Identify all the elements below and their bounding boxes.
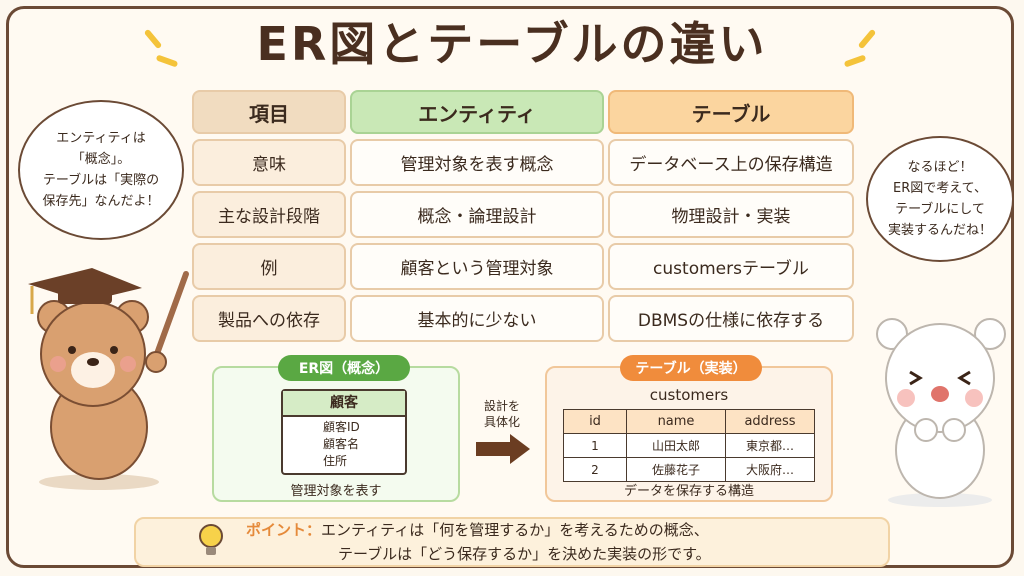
speech-bubble-right: なるほど！ ER図で考えて、 テーブルにして 実装するんだね！ <box>866 136 1014 262</box>
point-box <box>134 517 890 567</box>
table-cell: 概念・論理設計 <box>350 191 604 238</box>
column-header: address <box>725 409 815 434</box>
arrow-right-icon <box>476 434 530 464</box>
table-row-label: 例 <box>192 243 346 290</box>
lightbulb-icon <box>199 524 223 555</box>
point-line-2: テーブルは「どう保存するか」を決めた実装の形です。 <box>338 545 711 563</box>
er-diagram-label: ER図（概念） <box>278 355 410 381</box>
entity-attribute: 住所 <box>323 454 348 468</box>
arrow-label: 設計を 具体化 <box>472 398 532 430</box>
table-cell: 管理対象を表す概念 <box>350 139 604 186</box>
bubble-line: 保存先」なんだよ！ <box>42 194 160 209</box>
column-header: id <box>563 409 627 434</box>
column-header: name <box>626 409 726 434</box>
table-row-label: 製品への依存 <box>192 295 346 342</box>
point-text: ポイント：エンティティは「何を管理するか」を考えるための概念、 テーブルは「どう… <box>246 518 711 566</box>
bubble-line: ER図で考えて、 <box>893 181 987 196</box>
bubble-line: テーブルは「実際の <box>42 173 160 188</box>
white-bear-illustration <box>876 318 1006 507</box>
speech-bubble-left: エンティティは 「概念」。 テーブルは「実際の 保存先」なんだよ！ <box>18 100 184 240</box>
bubble-line: 実装するんだね！ <box>887 223 992 238</box>
entity-attribute: 顧客ID <box>323 420 360 434</box>
page-title: ER図とテーブルの違い <box>256 17 768 71</box>
point-line-1: エンティティは「何を管理するか」を考えるための概念、 <box>321 521 709 539</box>
entity-name: 顧客 <box>283 391 405 417</box>
point-label: ポイント： <box>246 521 322 539</box>
table-cell: DBMSの仕様に依存する <box>608 295 854 342</box>
bubble-line: エンティティは <box>56 131 146 146</box>
table-cell: 山田太郎 <box>626 433 726 458</box>
table-cell: 2 <box>563 457 627 482</box>
table-name: customers <box>649 386 729 404</box>
table-panel-label: テーブル（実装） <box>620 355 762 381</box>
bubble-line: テーブルにして <box>895 202 985 217</box>
bubble-line: 「概念」。 <box>71 152 131 167</box>
teacher-bear-illustration <box>28 268 189 490</box>
table-header-item: 項目 <box>192 90 346 134</box>
table-header-entity: エンティティ <box>350 90 604 134</box>
entity-attribute: 顧客名 <box>323 437 360 451</box>
table-cell: 東京都… <box>725 433 815 458</box>
er-caption: 管理対象を表す <box>290 484 382 499</box>
entity-box: 顧客 顧客ID 顧客名 住所 <box>281 389 407 475</box>
table-cell: データベース上の保存構造 <box>608 139 854 186</box>
data-table: id name address 1 山田太郎 東京都… 2 佐藤花子 大阪府… <box>563 409 815 482</box>
table-cell: 大阪府… <box>725 457 815 482</box>
table-cell: 佐藤花子 <box>626 457 726 482</box>
table-row-label: 主な設計段階 <box>192 191 346 238</box>
table-cell: 基本的に少ない <box>350 295 604 342</box>
table-cell: 1 <box>563 433 627 458</box>
table-cell: customersテーブル <box>608 243 854 290</box>
arrow-label-line: 具体化 <box>483 415 520 429</box>
table-row-label: 意味 <box>192 139 346 186</box>
bubble-line: なるほど！ <box>907 160 973 175</box>
table-cell: 物理設計・実装 <box>608 191 854 238</box>
table-caption: データを保存する構造 <box>623 484 754 499</box>
table-cell: 顧客という管理対象 <box>350 243 604 290</box>
table-header-table: テーブル <box>608 90 854 134</box>
arrow-label-line: 設計を <box>483 399 520 413</box>
